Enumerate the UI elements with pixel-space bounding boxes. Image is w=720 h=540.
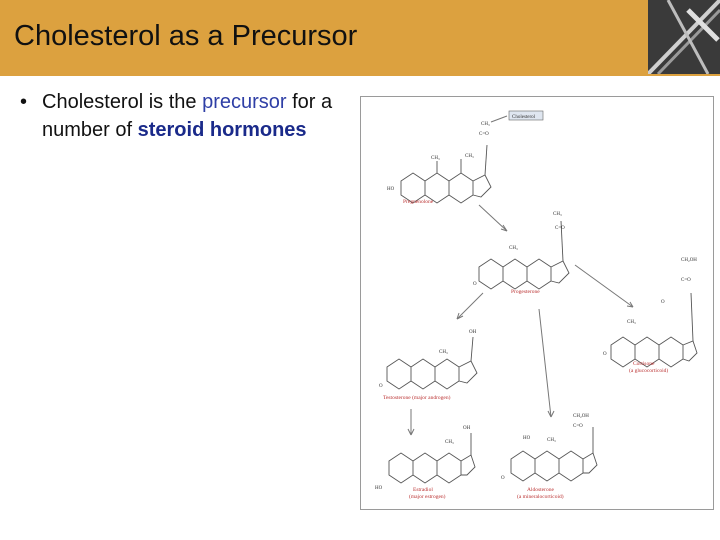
- molecule-testosterone: OH CH₃ O Testosterone (major androgen): [379, 330, 478, 401]
- bullet-text-part2: for a number of: [42, 91, 333, 141]
- caption-testosterone: Testosterone (major androgen): [383, 394, 451, 401]
- molecule-estradiol: OH CH₃ HO Estradiol (major estrogen): [375, 426, 476, 500]
- svg-text:O: O: [501, 476, 505, 481]
- svg-text:C=O: C=O: [555, 226, 565, 231]
- caption-aldosterone: Aldosterone: [527, 487, 554, 493]
- cholesterol-box: [508, 110, 544, 121]
- svg-text:CH₃: CH₃: [509, 246, 518, 251]
- arrow-prog-to-cortisone: [574, 264, 634, 308]
- svg-text:CH₃: CH₃: [465, 154, 474, 159]
- svg-text:CH₃: CH₃: [439, 350, 448, 355]
- slide-title: Cholesterol as a Precursor: [14, 20, 358, 52]
- svg-text:HO: HO: [523, 436, 531, 441]
- arrow-preg-to-prog: [478, 204, 508, 232]
- svg-text:O: O: [473, 282, 477, 287]
- caption-estradiol: Estradiol: [413, 487, 433, 493]
- molecule-cortisone: CH₂OH C=O O CH₃ O Cortisone (a glucocort…: [603, 258, 698, 374]
- svg-text:CH₂OH: CH₂OH: [573, 414, 589, 419]
- svg-text:HO: HO: [375, 486, 383, 491]
- title-bar: Cholesterol as a Precursor: [0, 0, 720, 76]
- caption-aldosterone-sub: (a mineralocorticoid): [517, 493, 564, 500]
- decorative-corner-image: [646, 0, 720, 76]
- caption-cortisone-sub: (a glucocorticoid): [629, 367, 668, 374]
- svg-text:OH: OH: [463, 426, 471, 431]
- caption-pregnenolone: Pregnenolone: [403, 199, 434, 205]
- bullet-marker: •: [20, 91, 28, 113]
- arrow-prog-to-aldo: [538, 308, 552, 418]
- svg-text:OH: OH: [469, 330, 477, 335]
- svg-text:CH₃: CH₃: [627, 320, 636, 325]
- arrow-prog-to-testo: [456, 292, 484, 320]
- svg-text:CH₃: CH₃: [431, 156, 440, 161]
- svg-text:CH₃: CH₃: [553, 212, 562, 217]
- svg-text:CH₂OH: CH₂OH: [681, 258, 697, 263]
- svg-text:CH₃: CH₃: [445, 440, 454, 445]
- svg-text:C=O: C=O: [681, 278, 691, 283]
- highlight-steroid-hormones: steroid hormones: [137, 119, 307, 141]
- bullet-text-part1: Cholesterol is the: [42, 91, 203, 113]
- svg-text:HO: HO: [387, 187, 395, 192]
- cholesterol-box-label: Cholesterol: [512, 115, 536, 120]
- caption-cortisone: Cortisone: [633, 361, 655, 367]
- molecule-progesterone: CH₃ C=O CH₃ O Progesterone: [473, 212, 570, 295]
- caption-progesterone: Progesterone: [511, 289, 540, 295]
- bullet-item: Cholesterol is the precursor for a numbe…: [42, 88, 352, 144]
- svg-text:O: O: [661, 300, 665, 305]
- svg-text:O: O: [379, 384, 383, 389]
- highlight-precursor: precursor: [202, 91, 287, 113]
- molecule-pregnenolone: CH₃ C=O CH₃ CH₃ HO Pregnenolone: [387, 122, 492, 205]
- svg-text:C=O: C=O: [479, 132, 489, 137]
- steroid-pathway-figure: Cholesterol CH₃ C=O CH₃ CH₃ HO Pregnenol…: [360, 96, 714, 510]
- molecule-aldosterone: CH₂OH C=O HO CH₃ O Aldosterone (a minera…: [501, 414, 598, 500]
- caption-estradiol-sub: (major estrogen): [409, 493, 446, 500]
- svg-text:O: O: [603, 352, 607, 357]
- svg-text:C=O: C=O: [573, 424, 583, 429]
- svg-text:CH₃: CH₃: [547, 438, 556, 443]
- svg-text:CH₃: CH₃: [481, 122, 490, 127]
